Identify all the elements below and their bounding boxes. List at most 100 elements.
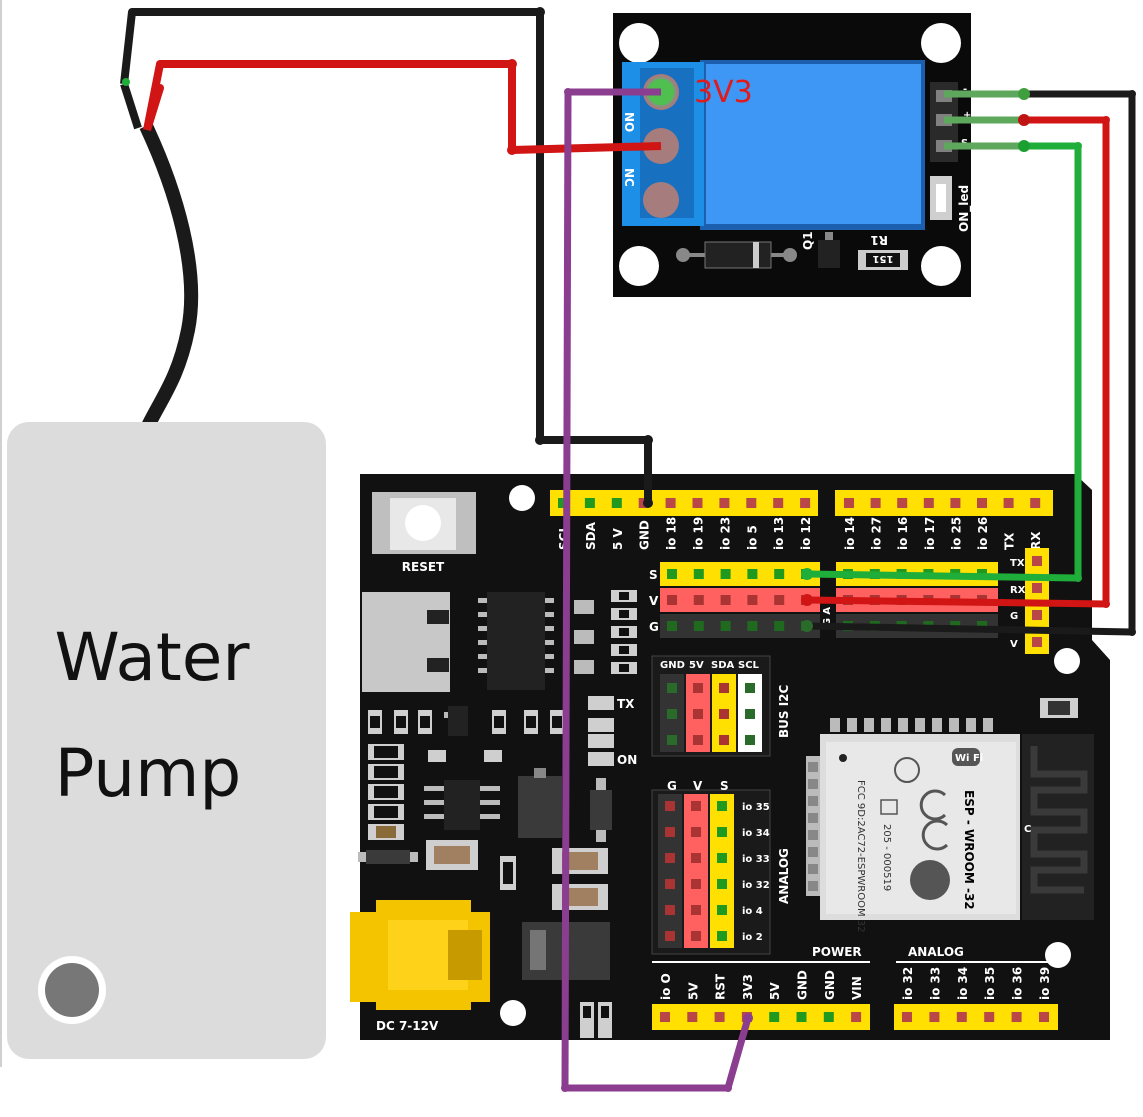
i2c-pin[interactable]	[745, 735, 755, 745]
bottom-header-pin[interactable]	[769, 1012, 780, 1022]
top-header-pin[interactable]	[870, 498, 881, 508]
top-header-label: io 17	[923, 517, 937, 550]
wire-end-icon	[801, 620, 813, 632]
v-row-header-left	[660, 588, 820, 612]
top-header-pin[interactable]	[558, 498, 568, 508]
bottom-header-pin[interactable]	[1011, 1012, 1022, 1022]
bottom-header-pin[interactable]	[687, 1012, 698, 1022]
i2c-pin[interactable]	[745, 709, 755, 719]
bottom-header-pin[interactable]	[984, 1012, 995, 1022]
esp-ce-icon	[921, 819, 949, 851]
dc-jack-icon[interactable]	[350, 900, 490, 1010]
svg-row-pin[interactable]	[667, 595, 677, 605]
top-header-label: io 18	[665, 517, 679, 550]
analog-pin[interactable]	[717, 853, 727, 863]
analog-pin[interactable]	[665, 879, 675, 889]
uart-pin[interactable]	[1032, 637, 1042, 647]
analog-pin[interactable]	[717, 801, 727, 811]
bottom-header-pin[interactable]	[796, 1012, 807, 1022]
analog-pin[interactable]	[665, 853, 675, 863]
svg-row-pin[interactable]	[774, 569, 785, 579]
top-header-pin[interactable]	[719, 498, 730, 508]
top-header-pin[interactable]	[665, 498, 676, 508]
i2c-pin[interactable]	[719, 683, 729, 693]
smd-resistors-icon	[611, 590, 637, 674]
uart-pin[interactable]	[1032, 556, 1042, 566]
top-header-pin[interactable]	[800, 498, 811, 508]
analog-pin[interactable]	[717, 905, 727, 915]
uart-pin[interactable]	[1032, 610, 1042, 620]
top-header-pin[interactable]	[923, 498, 934, 508]
esp-pad	[808, 796, 818, 806]
analog-pin[interactable]	[691, 853, 701, 863]
i2c-pin[interactable]	[719, 735, 729, 745]
analog-pin[interactable]	[691, 879, 701, 889]
g-row-header-left	[660, 614, 820, 638]
analog-pin[interactable]	[691, 905, 701, 915]
bottom-header-pin[interactable]	[714, 1012, 725, 1022]
top-header-pin[interactable]	[977, 498, 987, 508]
i2c-pin[interactable]	[693, 709, 703, 719]
svg-row-pin[interactable]	[747, 569, 758, 579]
uart-pin[interactable]	[1032, 583, 1042, 593]
analog-pin[interactable]	[717, 931, 727, 941]
wire-joint	[1128, 90, 1136, 98]
top-header-pin[interactable]	[897, 498, 908, 508]
pump-body	[7, 422, 326, 1059]
i2c-pin[interactable]	[693, 735, 703, 745]
i2c-pin[interactable]	[667, 709, 677, 719]
svg-row-pin[interactable]	[667, 621, 677, 631]
bottom-header-pin[interactable]	[660, 1012, 670, 1022]
transistor-pin	[825, 232, 833, 240]
top-header-pin[interactable]	[1030, 498, 1041, 508]
bottom-header-pin[interactable]	[956, 1012, 967, 1022]
esp-pad	[898, 718, 908, 732]
bottom-header-pin[interactable]	[823, 1012, 834, 1022]
analog-pin[interactable]	[691, 931, 701, 941]
svg-row-pin[interactable]	[747, 595, 758, 605]
i2c-pin[interactable]	[667, 735, 677, 745]
bottom-header-pin[interactable]	[1039, 1012, 1049, 1022]
esp-module-label: ESP - WROOM -32	[962, 790, 976, 910]
top-header-pin[interactable]	[773, 498, 784, 508]
bottom-header-pin[interactable]	[851, 1012, 862, 1022]
wire-joint	[1102, 116, 1110, 124]
svg-row-pin[interactable]	[667, 569, 677, 579]
bottom-header-pin[interactable]	[929, 1012, 940, 1022]
top-header-pin[interactable]	[1003, 498, 1014, 508]
analog-pin[interactable]	[665, 801, 675, 811]
top-header-pin[interactable]	[584, 498, 595, 508]
svg-row-pin[interactable]	[774, 595, 785, 605]
usb-c-port-icon[interactable]	[362, 592, 450, 692]
uart-label-tx: TX	[1010, 558, 1025, 569]
board-mount-hole-icon	[509, 485, 535, 511]
analog-pin[interactable]	[665, 827, 675, 837]
bottom-header-pin[interactable]	[902, 1012, 912, 1022]
svg-row-pin[interactable]	[693, 569, 704, 579]
analog-pin[interactable]	[691, 801, 701, 811]
svg-row-pin[interactable]	[693, 595, 704, 605]
esp-pad	[932, 718, 942, 732]
i2c-pin[interactable]	[667, 683, 677, 693]
svg-row-pin[interactable]	[774, 621, 785, 631]
svg-row-pin[interactable]	[747, 621, 758, 631]
i2c-pin[interactable]	[719, 709, 729, 719]
i2c-pin[interactable]	[693, 683, 703, 693]
analog-pin[interactable]	[691, 827, 701, 837]
analog-pin[interactable]	[665, 905, 675, 915]
analog-pin[interactable]	[717, 827, 727, 837]
i2c-pin[interactable]	[745, 683, 755, 693]
svg-row-pin[interactable]	[720, 621, 731, 631]
top-header-pin[interactable]	[950, 498, 961, 508]
top-header-pin[interactable]	[844, 498, 854, 508]
analog-pin[interactable]	[717, 879, 727, 889]
uart-label-g: G	[1010, 611, 1018, 622]
top-header-label: io 25	[949, 517, 963, 550]
top-header-pin[interactable]	[611, 498, 622, 508]
analog-pin[interactable]	[665, 931, 675, 941]
top-header-pin[interactable]	[746, 498, 757, 508]
svg-row-pin[interactable]	[720, 569, 731, 579]
svg-row-pin[interactable]	[693, 621, 704, 631]
top-header-pin[interactable]	[692, 498, 703, 508]
svg-row-pin[interactable]	[720, 595, 731, 605]
